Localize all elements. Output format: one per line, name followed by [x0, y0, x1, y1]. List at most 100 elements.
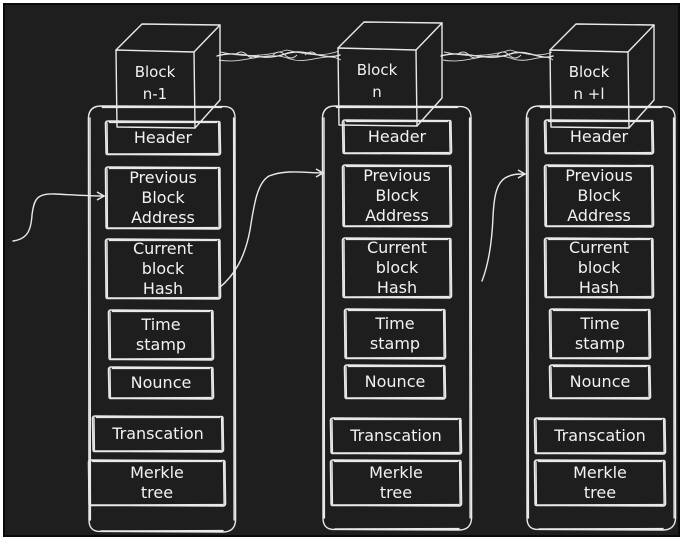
- cube-top-face: [549, 23, 655, 53]
- arrow-block-n-1-to-n: [218, 168, 325, 289]
- field-text-line: Current: [367, 238, 427, 257]
- field-box: [341, 164, 453, 228]
- arrow-block-n-to-n-plus-1: [481, 169, 527, 282]
- field-text-line: Transcation: [553, 426, 646, 445]
- field-text-line: tree: [584, 483, 616, 502]
- field-box: [543, 164, 655, 228]
- block-cube: Block n +l: [549, 23, 655, 129]
- field-text-line: Time: [374, 314, 414, 333]
- cube-top-face: [115, 23, 221, 53]
- block-container: [87, 105, 237, 533]
- field-box: [543, 119, 655, 155]
- field-text-line: Block: [357, 61, 398, 79]
- block-container: [321, 105, 473, 531]
- field-text-line: stamp: [575, 334, 625, 353]
- field-text-line: Nounce: [570, 372, 631, 391]
- cube-side-face: [628, 24, 655, 129]
- field-text-line: tree: [141, 483, 173, 502]
- field-text-line: stamp: [136, 335, 186, 354]
- field-text-line: Block: [141, 188, 185, 207]
- chain-link-1: [216, 49, 342, 62]
- field-box: [343, 308, 447, 360]
- field-box: [329, 459, 463, 507]
- field-header: Header: [341, 119, 453, 155]
- field-text-line: Block: [135, 63, 176, 81]
- cube-side-face: [194, 24, 221, 129]
- field-text-line: Header: [570, 127, 629, 146]
- field-text-line: block: [376, 258, 419, 277]
- chain-link-2: [440, 49, 554, 62]
- field-text-line: Previous: [363, 166, 431, 185]
- field-text-line: Hash: [377, 278, 417, 297]
- field-text-line: Transcation: [349, 426, 442, 445]
- field-text-line: Merkle: [573, 463, 627, 482]
- field-text-line: Current: [133, 239, 193, 258]
- block-1: BlocknHeaderPreviousBlockAddressCurrentb…: [321, 21, 473, 531]
- field-nonce: Nounce: [107, 366, 215, 400]
- field-text-line: Current: [569, 238, 629, 257]
- field-text-line: n +l: [573, 85, 604, 103]
- field-text-line: Time: [579, 314, 619, 333]
- field-box: [87, 459, 227, 507]
- cube-top-face: [337, 21, 443, 51]
- field-box: [533, 417, 667, 455]
- arrow-into-block-n-1: [12, 191, 106, 242]
- field-box: [548, 364, 652, 400]
- field-text-line: Transcation: [111, 424, 204, 443]
- field-tx: Transcation: [533, 417, 667, 455]
- field-box: [341, 119, 453, 155]
- field-box: [91, 415, 225, 453]
- field-text-line: Merkle: [369, 463, 423, 482]
- field-text-line: Block: [375, 186, 419, 205]
- field-tx: Transcation: [91, 415, 225, 453]
- field-text-line: Time: [140, 315, 180, 334]
- field-text-line: Merkle: [130, 463, 184, 482]
- field-text-line: Block: [577, 186, 621, 205]
- field-header: Header: [543, 119, 655, 155]
- field-text-line: block: [578, 258, 621, 277]
- field-text-line: Hash: [143, 279, 183, 298]
- field-box: [107, 366, 215, 400]
- field-box: [343, 364, 447, 400]
- field-text-line: tree: [380, 483, 412, 502]
- field-text-line: Address: [567, 206, 631, 225]
- field-text-line: Hash: [579, 278, 619, 297]
- field-nonce: Nounce: [343, 364, 447, 400]
- field-text-line: Nounce: [365, 372, 426, 391]
- field-text-line: stamp: [370, 334, 420, 353]
- field-text-line: Block: [569, 63, 610, 81]
- block-cube: Block n: [337, 21, 443, 127]
- field-box: [543, 237, 655, 299]
- field-text-line: block: [142, 259, 185, 278]
- field-nonce: Nounce: [548, 364, 652, 400]
- field-text-line: Previous: [129, 168, 197, 187]
- field-text-line: Nounce: [131, 373, 192, 392]
- field-tx: Transcation: [329, 417, 463, 455]
- field-text-line: Previous: [565, 166, 633, 185]
- field-text-line: Address: [131, 208, 195, 227]
- field-box: [104, 166, 222, 230]
- field-text-line: n: [372, 83, 382, 101]
- field-box: [533, 459, 667, 507]
- field-text-line: Address: [365, 206, 429, 225]
- field-header: Header: [104, 120, 222, 156]
- field-box: [341, 237, 453, 299]
- field-box: [548, 308, 652, 360]
- field-text-line: Header: [134, 128, 193, 147]
- blockchain-diagram: Blockn-1HeaderPreviousBlockAddressCurren…: [12, 21, 677, 533]
- cube-side-face: [416, 22, 443, 127]
